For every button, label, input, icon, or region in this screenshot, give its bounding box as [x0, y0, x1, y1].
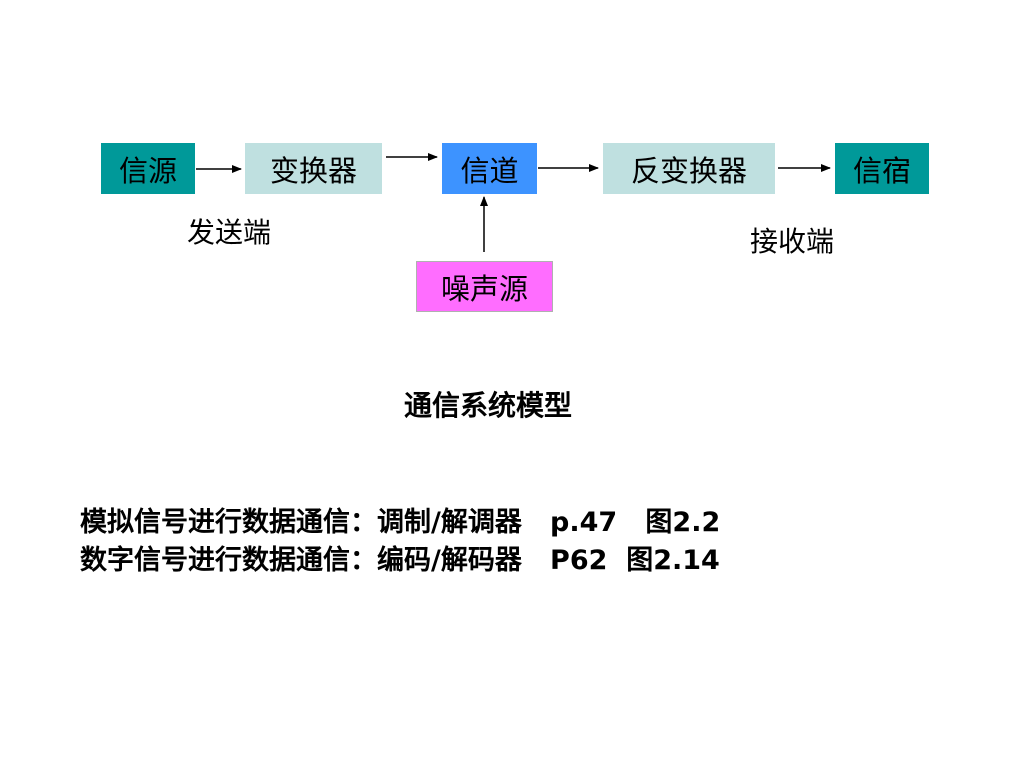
- label-receiver: 接收端: [750, 225, 835, 258]
- node-inverse-transducer: 反变换器: [603, 143, 775, 194]
- node-channel: 信道: [442, 143, 537, 194]
- note-digital: 数字信号进行数据通信：编码/解码器 P62 图2.14: [80, 545, 720, 576]
- node-noise: 噪声源: [416, 261, 553, 312]
- note-analog: 模拟信号进行数据通信：调制/解调器 p.47 图2.2: [80, 507, 721, 538]
- node-transducer-label: 变换器: [269, 153, 357, 188]
- node-transducer: 变换器: [245, 143, 382, 194]
- diagram-caption: 通信系统模型: [403, 389, 572, 422]
- node-sink: 信宿: [835, 143, 929, 194]
- node-inverse-transducer-label: 反变换器: [630, 153, 747, 188]
- node-noise-label: 噪声源: [440, 271, 528, 306]
- node-channel-label: 信道: [460, 153, 519, 188]
- node-source: 信源: [101, 143, 195, 194]
- node-source-label: 信源: [118, 153, 177, 188]
- node-sink-label: 信宿: [852, 153, 911, 188]
- label-sender: 发送端: [187, 216, 272, 249]
